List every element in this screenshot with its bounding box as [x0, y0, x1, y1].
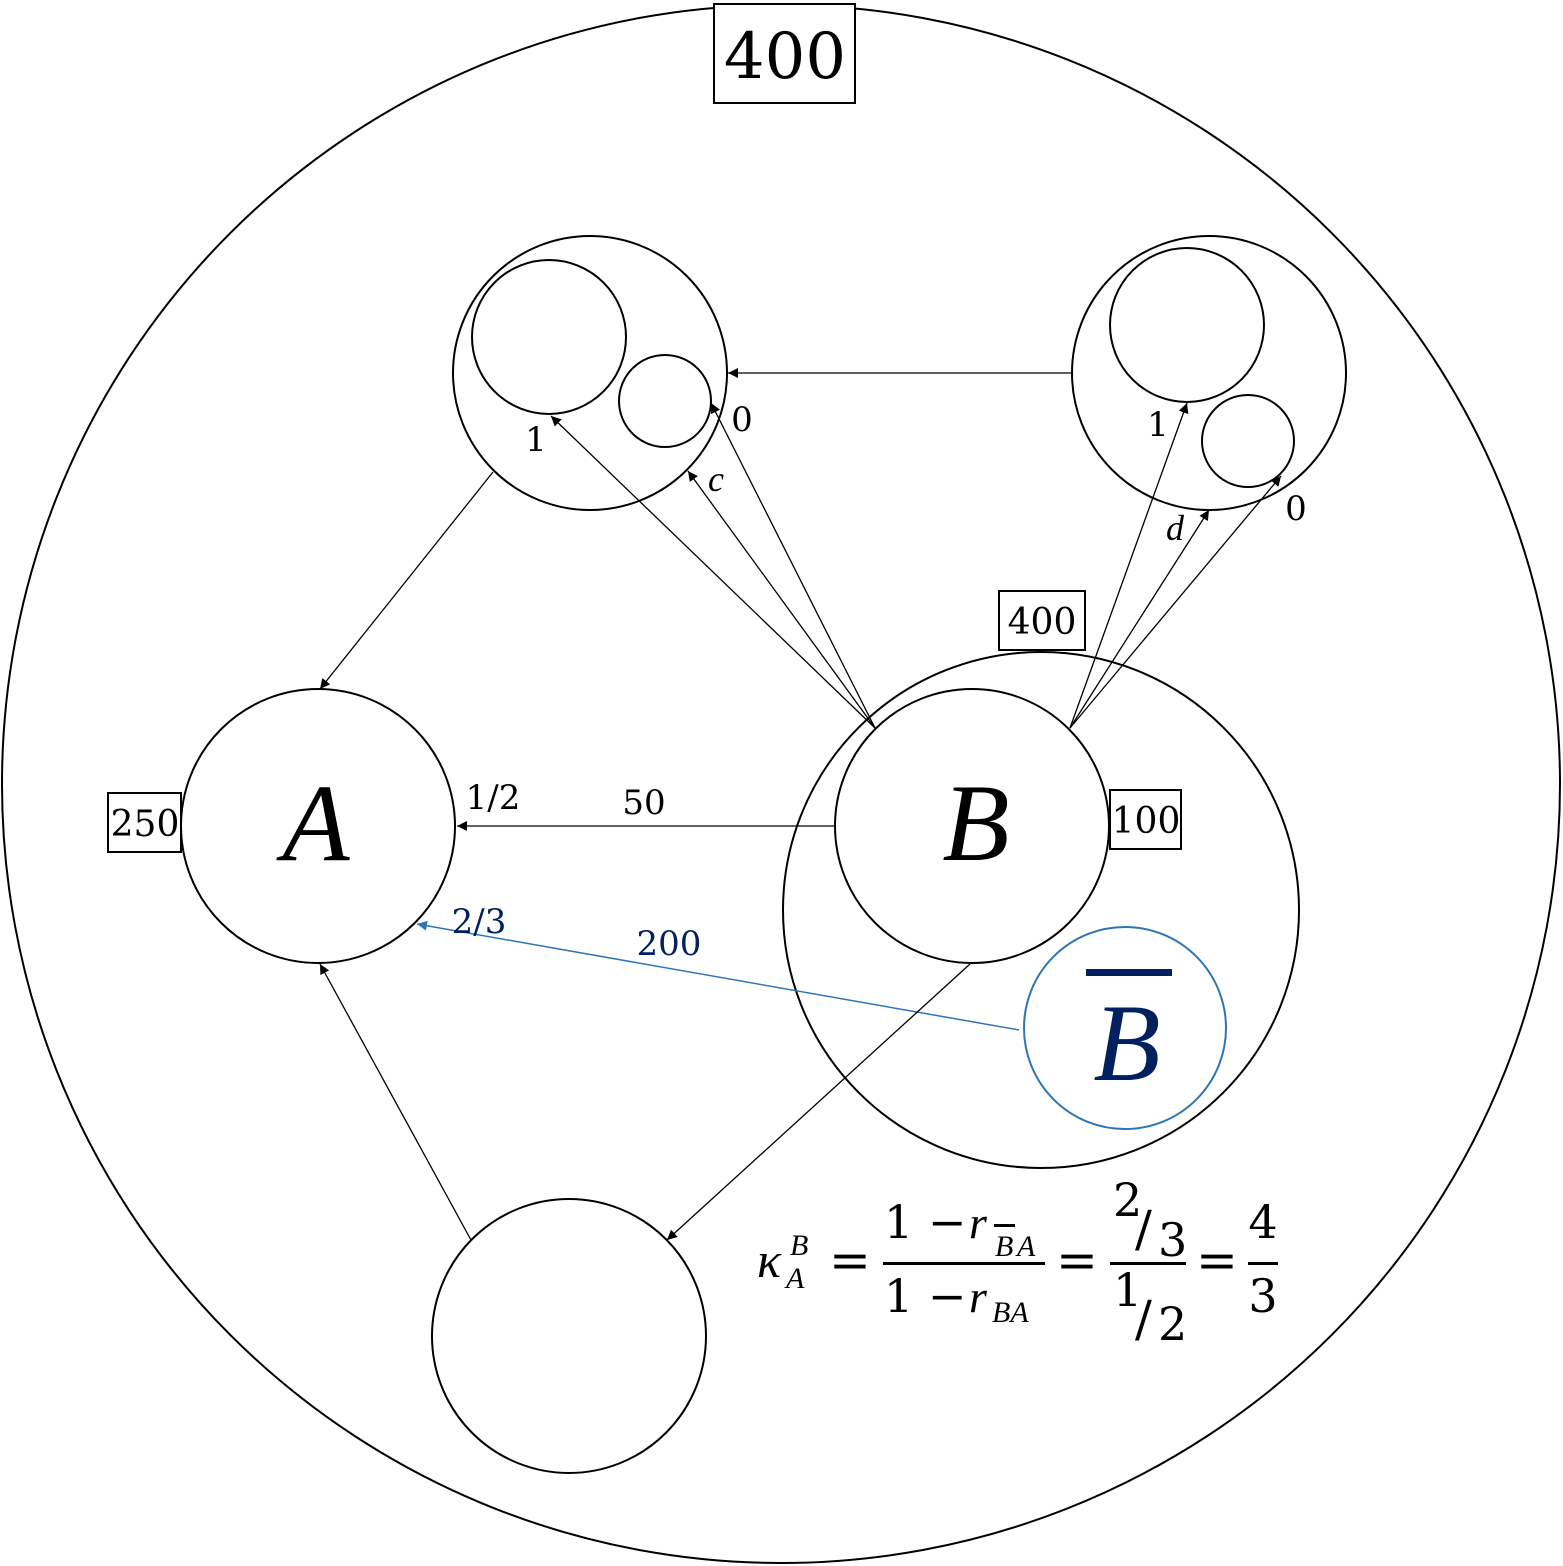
cluster-left-label-1: 1 [525, 420, 547, 460]
formula-den1-sub: BA [992, 1296, 1029, 1329]
kappa-formula: κ B A = 1 − r B A 1 − r BA = 2 / 3 1 / 2… [757, 1173, 1278, 1351]
formula-kappa-sup: B [790, 1229, 808, 1262]
formula-num1-prefix: 1 − [884, 1195, 966, 1249]
formula-num2-b: 3 [1158, 1213, 1187, 1267]
arrow-b-to-left-small [710, 402, 876, 729]
formula-den2-slash: / [1135, 1290, 1152, 1348]
formula-num1-sub-bar: B [995, 1230, 1013, 1263]
universe-count-box [713, 3, 856, 104]
cluster-right-label-0: 0 [1285, 489, 1307, 529]
formula-eq1: = [829, 1231, 871, 1289]
node-b-outer-count: 400 [1008, 602, 1077, 643]
formula-den1-prefix: 1 − [884, 1269, 966, 1323]
node-a-count-box [107, 792, 182, 853]
arrow-b-to-bottom [666, 963, 971, 1241]
cluster-right-label-1: 1 [1147, 405, 1169, 445]
cluster-left-label-c: c [708, 459, 724, 499]
node-b-outer-count-box [998, 590, 1086, 651]
arrow-left-cluster-to-a [319, 471, 494, 690]
formula-eq2: = [1056, 1231, 1098, 1289]
edge-b-a-count: 50 [622, 783, 665, 823]
edge-bbar-a-rate: 2/3 [452, 902, 507, 942]
cluster-right-small [1201, 394, 1295, 488]
formula-frac1-bar [883, 1262, 1045, 1265]
node-bbar-label: B [1093, 982, 1160, 1104]
universe-circle [1, 4, 1561, 1564]
formula-num1-r: r [969, 1197, 988, 1248]
universe-count: 400 [724, 20, 846, 94]
bottom-circle [431, 1198, 707, 1474]
arrow-b-to-left-outer-c [687, 470, 876, 729]
cluster-left-big [471, 259, 627, 415]
formula-den1-r: r [969, 1271, 988, 1322]
node-bbar-overline [1086, 969, 1172, 976]
formula-num1-sub-rest: A [1015, 1230, 1036, 1263]
formula-den3: 3 [1248, 1269, 1277, 1323]
node-b-outer-circle [782, 651, 1300, 1169]
cluster-left-small [618, 354, 712, 448]
formula-num1-sub-overline [994, 1224, 1015, 1227]
edge-b-a-rate: 1/2 [466, 778, 521, 818]
formula-kappa-sub: A [784, 1262, 805, 1295]
formula-kappa: κ [757, 1232, 782, 1288]
edge-bbar-a-count: 200 [637, 924, 702, 964]
formula-frac2-bar [1110, 1262, 1186, 1265]
cluster-right-big [1109, 247, 1265, 403]
node-a-label: A [275, 762, 350, 884]
arrow-bbar-to-a [416, 920, 1020, 1031]
formula-num2-slash: / [1135, 1200, 1152, 1258]
formula-num2-a: 2 [1113, 1173, 1142, 1227]
formula-num3: 4 [1248, 1195, 1277, 1249]
node-b-count-box [1109, 789, 1182, 850]
cluster-left-outer [452, 235, 728, 511]
formula-eq3: = [1196, 1231, 1238, 1289]
arrow-b-to-left-big [550, 415, 876, 729]
arrow-b-to-right-outer-d [1069, 509, 1210, 729]
node-b-count: 100 [1112, 801, 1181, 842]
formula-den2-b: 2 [1158, 1297, 1187, 1351]
node-b-label: B [942, 762, 1009, 884]
arrow-b-to-right-big [1069, 402, 1189, 729]
node-a-count: 250 [111, 804, 180, 845]
cluster-right-label-d: d [1166, 508, 1185, 548]
formula-den2-a: 1 [1113, 1263, 1142, 1317]
cluster-left-label-0: 0 [731, 400, 753, 440]
node-bbar-circle [1023, 926, 1227, 1130]
arrow-b-to-right-small [1069, 475, 1282, 729]
arrow-bottom-to-a [319, 963, 472, 1241]
cluster-right-outer [1071, 235, 1347, 511]
formula-frac3-bar [1248, 1262, 1278, 1265]
